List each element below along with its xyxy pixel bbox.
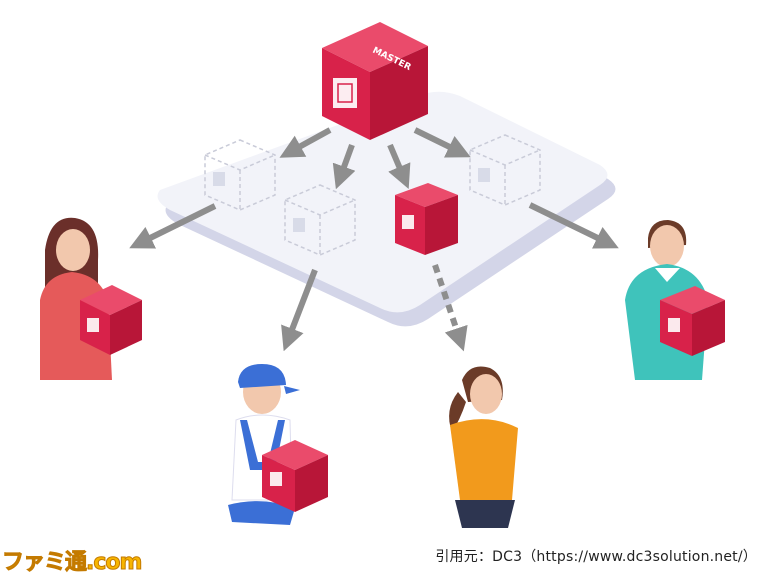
data-cube-left bbox=[80, 285, 142, 355]
ghost-cube-center bbox=[284, 184, 356, 256]
platform bbox=[157, 91, 616, 327]
data-cube-worker bbox=[262, 440, 328, 512]
source-caption: 引用元：DC3（https://www.dc3solution.net/） bbox=[435, 549, 757, 565]
data-cube-right bbox=[660, 286, 725, 356]
person-worker bbox=[228, 364, 328, 525]
document-icon bbox=[333, 78, 357, 108]
ghost-cube-right bbox=[469, 134, 541, 206]
person-right bbox=[625, 220, 725, 380]
ghost-cube-left bbox=[204, 139, 276, 211]
site-logo: ファミ通.com bbox=[1, 550, 142, 576]
master-cube bbox=[322, 22, 428, 140]
person-ponytail bbox=[449, 366, 518, 528]
data-cube-small bbox=[395, 183, 458, 255]
person-left bbox=[40, 217, 142, 380]
master-arrows bbox=[279, 127, 471, 190]
distribution-arrows bbox=[129, 202, 619, 352]
